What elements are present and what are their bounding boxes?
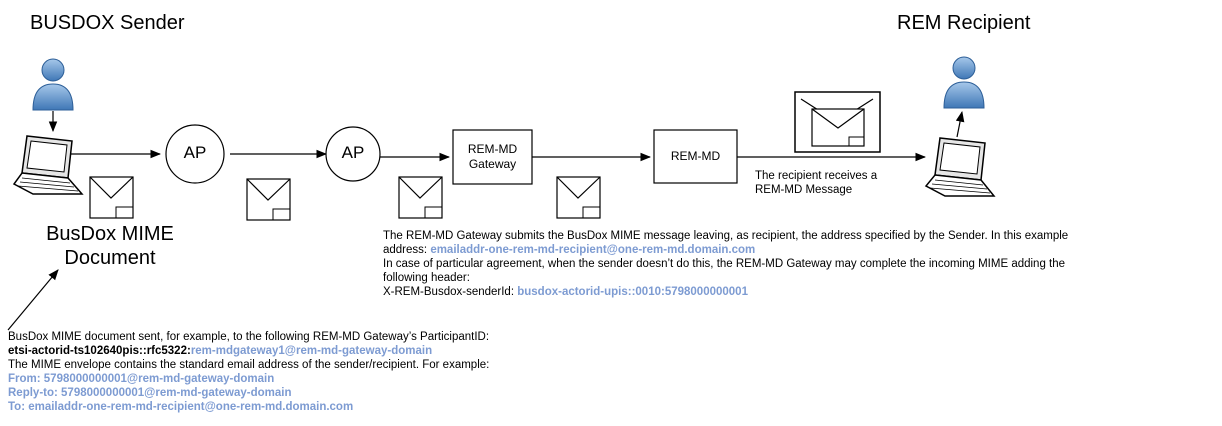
remmd-box: [653, 129, 738, 184]
recipient-heading: REM Recipient: [897, 12, 1031, 34]
gateway-label: REM-MD Gateway: [453, 142, 532, 172]
ap1-node: [165, 124, 225, 184]
ap2-node: [325, 126, 381, 182]
gateway-note-line4: following header:: [383, 272, 470, 284]
sender-note-reply-to: Reply-to: 5798000000001@rem-md-gateway-d…: [8, 387, 292, 399]
gateway-note-sender-id: busdox-actorid-upis::0010:5798000000001: [517, 286, 748, 298]
gateway-label-line2: Gateway: [468, 157, 517, 171]
sender-heading: BUSDOX Sender: [30, 12, 185, 34]
sender-person-icon: [32, 58, 74, 111]
document-label-line1: BusDox MIME: [46, 223, 174, 245]
envelope-icon: [89, 176, 134, 219]
recipient-laptop-icon: [924, 137, 996, 197]
ap1-label: AP: [183, 143, 207, 162]
sender-note-line3: The MIME envelope contains the standard …: [8, 359, 490, 371]
recipient-receives-line1: The recipient receives a: [755, 170, 878, 182]
remmd-label: REM-MD: [670, 149, 721, 163]
recipient-receives-line2: REM-MD Message: [755, 184, 853, 196]
recipient-person-icon: [943, 56, 985, 109]
sender-note-participant-prefix: etsi-actorid-ts102640pis::rfc5322:: [8, 345, 191, 357]
recipient-receives-note: The recipient receives a REM-MD Message: [755, 169, 877, 197]
gateway-note-line3: In case of particular agreement, when th…: [383, 258, 1066, 270]
gateway-note-line2-prefix: address:: [383, 244, 431, 256]
sender-note-line2: etsi-actorid-ts102640pis::rfc5322:rem-md…: [8, 344, 489, 358]
rem-md-message-icon: [794, 91, 881, 153]
envelope-icon: [556, 176, 601, 219]
gateway-note: The REM-MD Gateway submits the BusDox MI…: [383, 229, 1068, 299]
sender-note: BusDox MIME document sent, for example, …: [8, 330, 489, 414]
sender-note-line1: BusDox MIME document sent, for example, …: [8, 331, 490, 343]
gateway-box: [452, 129, 533, 185]
sender-note-from: From: 5798000000001@rem-md-gateway-domai…: [8, 373, 275, 385]
sender-note-to: To: emailaddr-one-rem-md-recipient@one-r…: [8, 401, 354, 413]
gateway-note-line1: The REM-MD Gateway submits the BusDox MI…: [383, 230, 1069, 242]
document-label: BusDox MIME Document: [20, 222, 200, 270]
envelope-icon: [398, 176, 443, 219]
sender-laptop-icon: [12, 135, 84, 195]
laptop-to-recipient-arrow: [955, 110, 965, 138]
gateway-note-line2: address: emailaddr-one-rem-md-recipient@…: [383, 243, 1068, 257]
note-pointer-arrow: [7, 269, 59, 331]
gateway-label-line1: REM-MD: [467, 142, 518, 156]
envelope-icon: [246, 178, 291, 221]
gateway-note-line5: X-REM-Busdox-senderId: busdox-actorid-up…: [383, 285, 1068, 299]
ap2-label: AP: [341, 143, 365, 162]
gateway-note-header-name: X-REM-Busdox-senderId:: [383, 286, 518, 298]
gateway-note-recipient-address: emailaddr-one-rem-md-recipient@one-rem-m…: [430, 244, 756, 256]
sender-note-participant-id: rem-mdgateway1@rem-md-gateway-domain: [190, 345, 433, 357]
document-label-line2: Document: [64, 247, 156, 269]
